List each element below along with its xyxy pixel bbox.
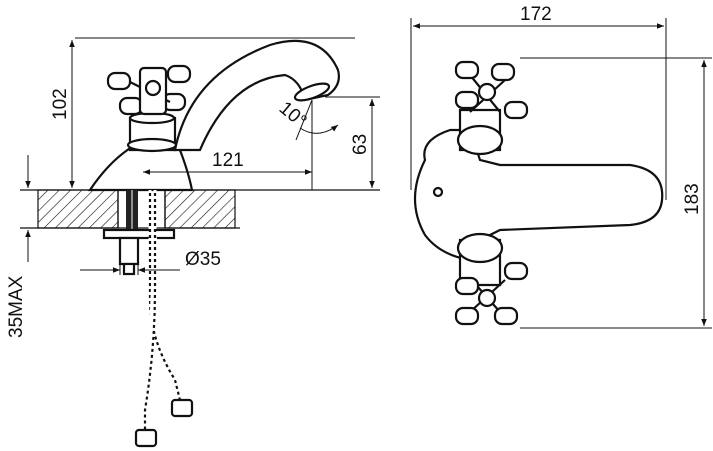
dimension-height: 102 bbox=[50, 37, 355, 188]
side-cross-handle bbox=[106, 64, 192, 116]
dimension-spout-reach: 121 bbox=[143, 100, 313, 190]
deck-thickness-label: 35MAX bbox=[6, 275, 27, 338]
spout-height-label: 63 bbox=[350, 134, 371, 155]
dimension-overall-depth: 183 bbox=[520, 57, 712, 329]
overall-depth-label: 183 bbox=[682, 183, 703, 215]
top-view: 172 183 bbox=[410, 4, 712, 329]
dimension-hole-diameter: Ø35 bbox=[80, 240, 221, 275]
dimension-overall-width: 172 bbox=[410, 4, 667, 200]
dimension-deck-thickness: 35MAX bbox=[6, 155, 31, 338]
countertop-section bbox=[20, 189, 380, 229]
top-cross-handle-lower bbox=[454, 261, 529, 326]
overall-width-label: 172 bbox=[520, 4, 552, 25]
hole-diameter-label: Ø35 bbox=[185, 249, 221, 270]
faucet-body bbox=[87, 39, 340, 448]
spout-reach-label: 121 bbox=[212, 150, 244, 171]
side-view: 102 121 63 10° Ø35 bbox=[6, 37, 380, 448]
top-cross-handle-upper bbox=[454, 60, 529, 120]
dimension-spout-angle: 10° bbox=[275, 98, 339, 141]
top-faucet-body bbox=[413, 108, 664, 287]
dimension-spout-height: 63 bbox=[325, 96, 380, 188]
spout-angle-label: 10° bbox=[275, 98, 311, 133]
height-label: 102 bbox=[50, 88, 71, 120]
